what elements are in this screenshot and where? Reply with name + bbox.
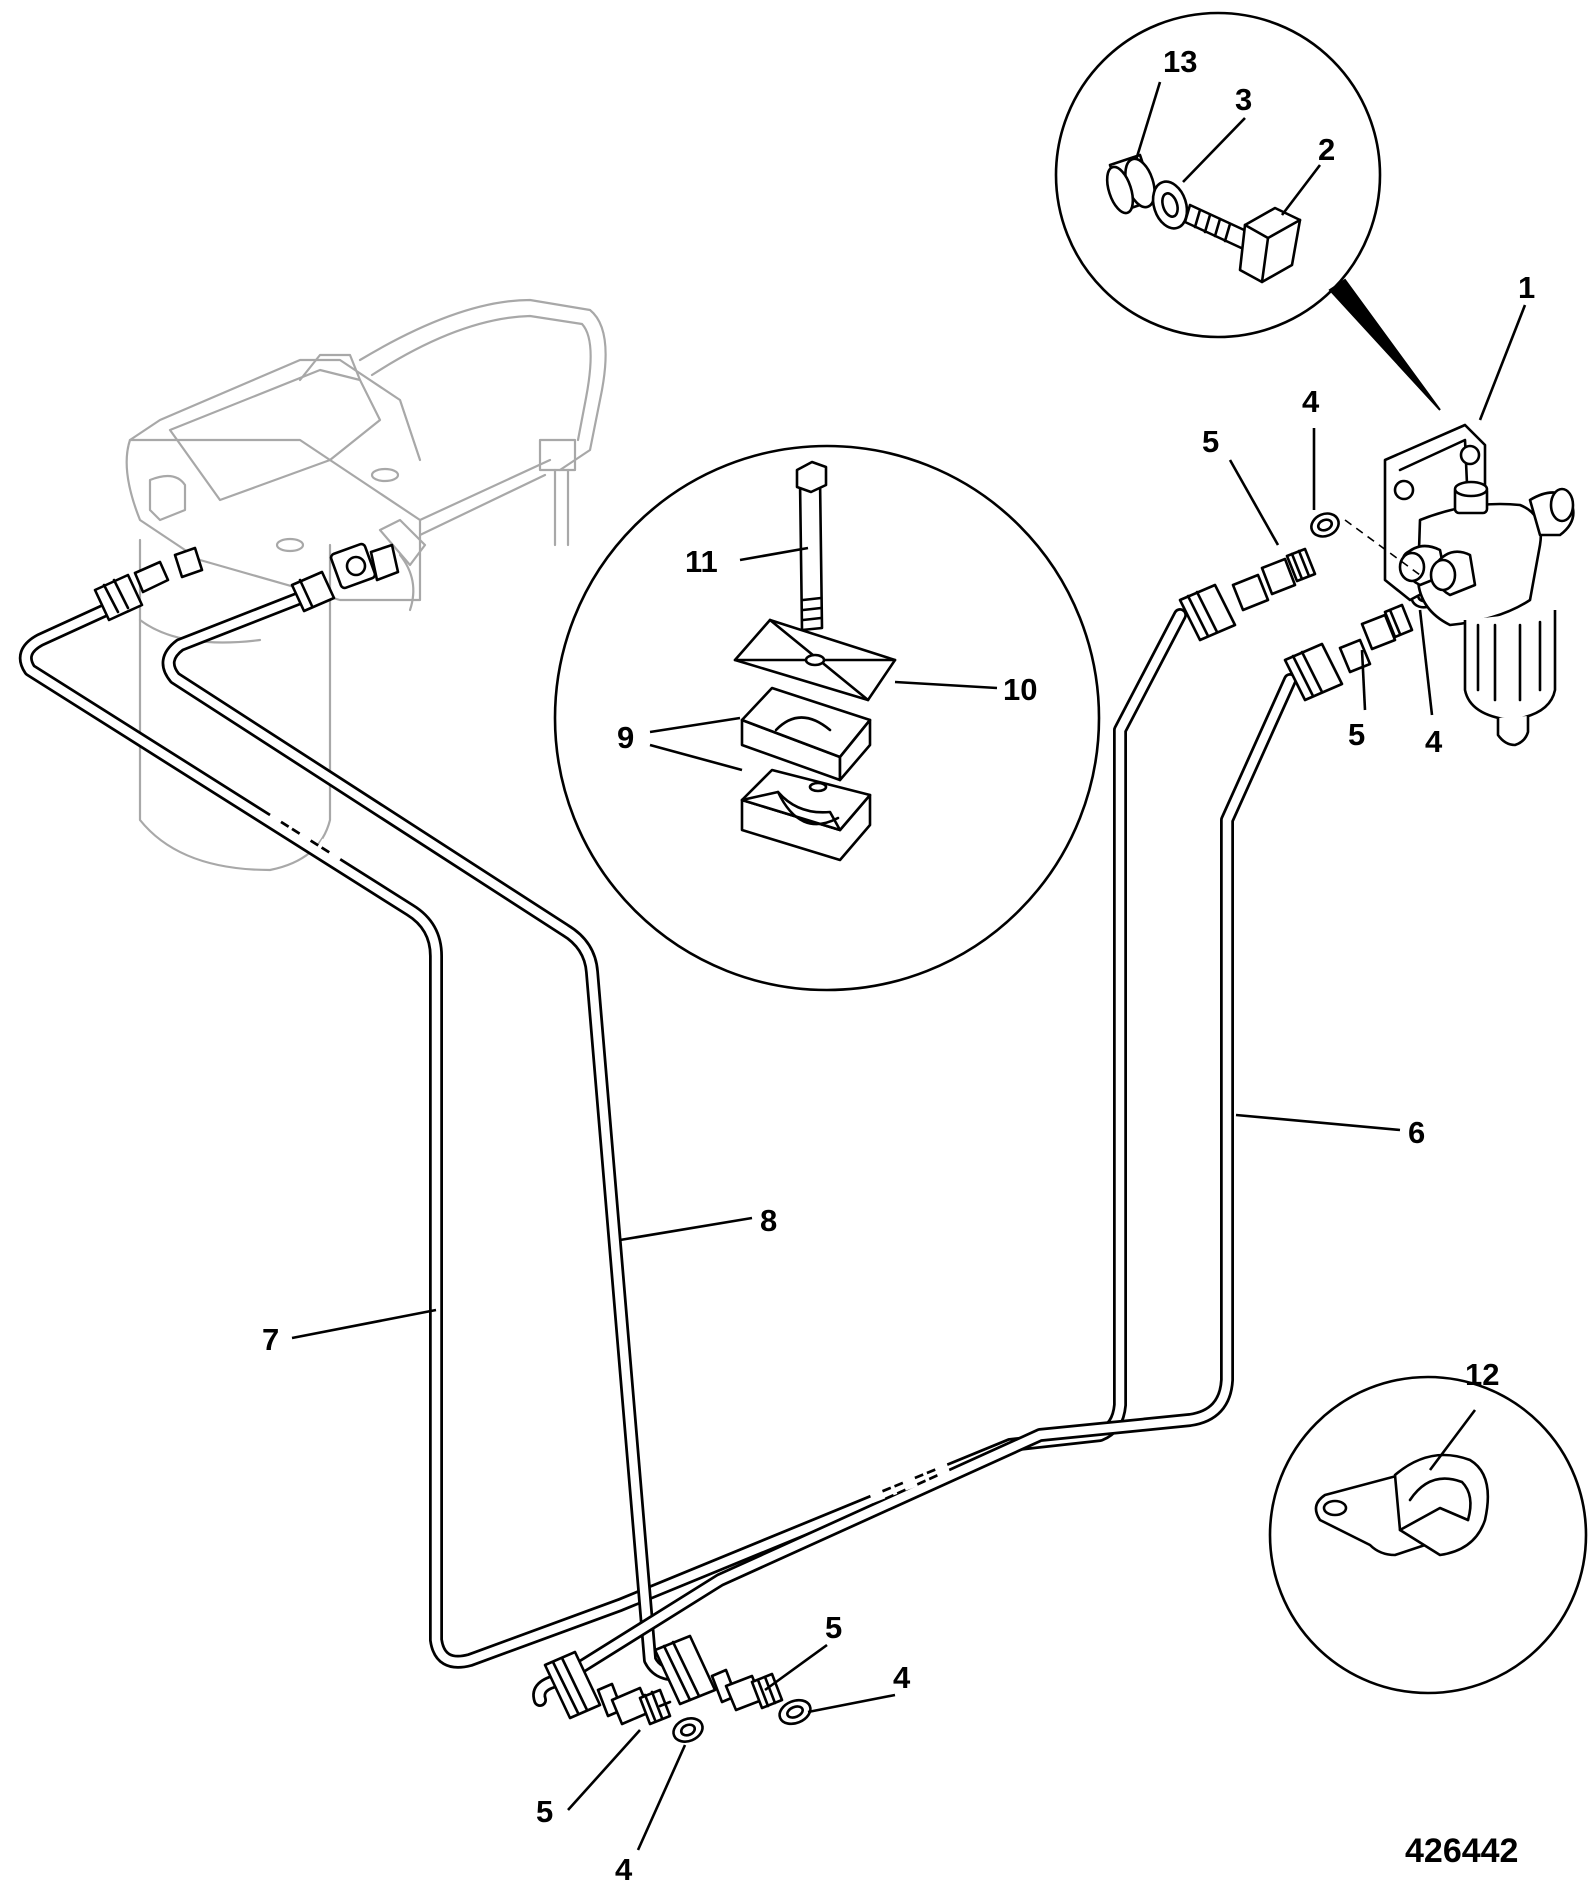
callout-13: 13 <box>1163 44 1197 79</box>
fuel-pipe-6 <box>532 673 1297 1707</box>
callout-8: 8 <box>760 1203 777 1238</box>
callout-7: 7 <box>262 1322 279 1357</box>
detail-pipe-clamp <box>553 444 1101 992</box>
lower-left-union-assembly <box>543 1650 704 1743</box>
pipe-nut-engine-left <box>93 560 170 622</box>
callout-4a: 4 <box>1302 384 1320 419</box>
callout-12: 12 <box>1465 1357 1499 1392</box>
fuel-pipe-8 <box>161 591 697 1682</box>
drawing-number: 426442 <box>1405 1832 1518 1870</box>
callout-4c: 4 <box>893 1660 911 1695</box>
callout-5a: 5 <box>1202 424 1219 459</box>
fuel-filter-assembly <box>1383 423 1575 747</box>
detail-p-clip <box>1268 1375 1588 1695</box>
callout-4b: 4 <box>1425 724 1443 759</box>
callout-3: 3 <box>1235 82 1252 117</box>
callout-labels: 1 2 3 13 4 5 5 4 6 8 7 9 10 11 12 5 4 5 … <box>262 44 1535 1887</box>
engine-fuel-filter-ghost <box>125 298 607 872</box>
callout-5c: 5 <box>825 1610 842 1645</box>
callout-5b: 5 <box>1348 717 1365 752</box>
filter-outlet-union <box>173 542 400 590</box>
callout-11: 11 <box>685 544 718 579</box>
callout-2: 2 <box>1318 132 1335 167</box>
callout-4d: 4 <box>615 1852 633 1887</box>
callout-5d: 5 <box>536 1794 553 1829</box>
callout-10: 10 <box>1003 672 1037 707</box>
pipe-nut-engine-right <box>290 570 336 613</box>
lower-right-union-assembly <box>653 1634 812 1726</box>
pipe-break-marks <box>265 807 964 1588</box>
callout-9: 9 <box>617 720 634 755</box>
callout-1: 1 <box>1518 270 1535 305</box>
leader-lines <box>291 81 1527 1851</box>
upper-union-assembly-a <box>1178 512 1340 642</box>
callout-6: 6 <box>1408 1115 1425 1150</box>
alignment-line <box>1344 519 1421 576</box>
detail-bolt-spacer <box>1054 11 1441 411</box>
